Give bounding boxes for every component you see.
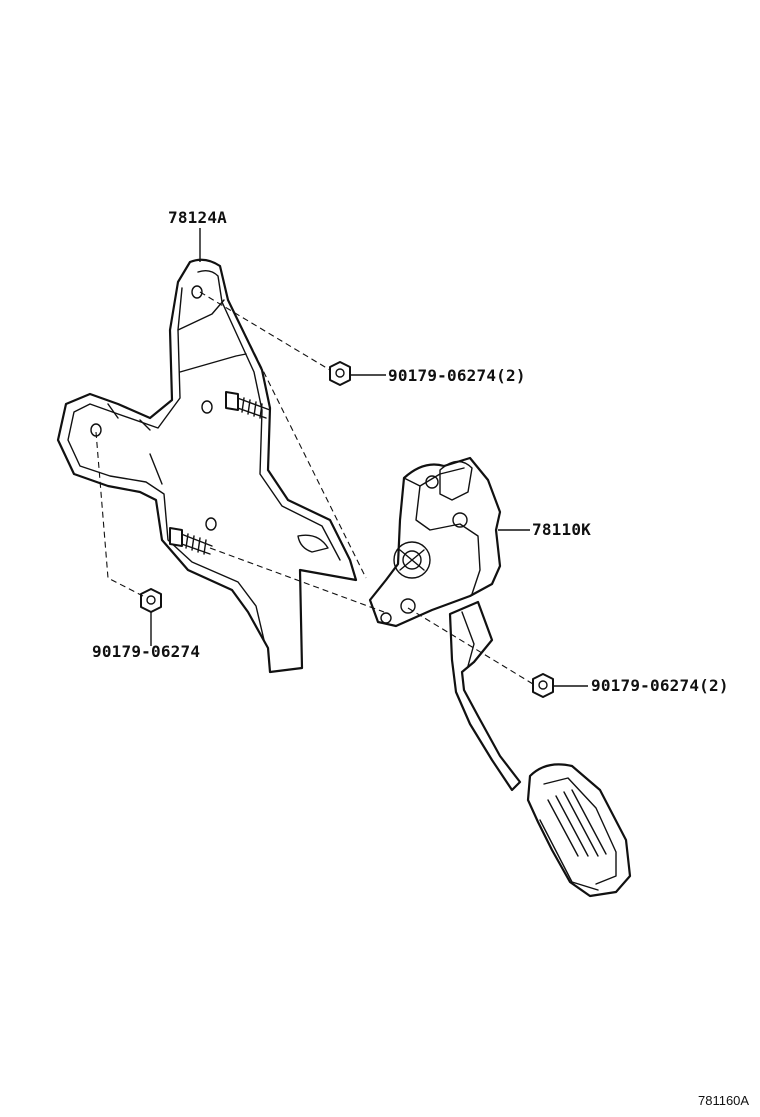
figure-reference-number: 781160A xyxy=(698,1093,750,1108)
nut-left[interactable] xyxy=(140,588,162,613)
nut-lower[interactable] xyxy=(532,673,554,698)
dashed-alignment-lines xyxy=(95,291,534,685)
leader-lines xyxy=(150,228,588,687)
bracket-78124a[interactable] xyxy=(56,258,358,674)
label-nut-upper: 90179-06274(2) xyxy=(388,366,526,385)
nut-upper[interactable] xyxy=(329,361,351,386)
label-pedal-assembly-78110k: 78110K xyxy=(532,520,591,539)
label-nut-lower: 90179-06274(2) xyxy=(591,676,729,695)
label-nut-left: 90179-06274 xyxy=(92,642,201,661)
label-bracket-78124a: 78124A xyxy=(168,208,227,227)
accelerator-pedal-78110k[interactable] xyxy=(368,456,632,898)
